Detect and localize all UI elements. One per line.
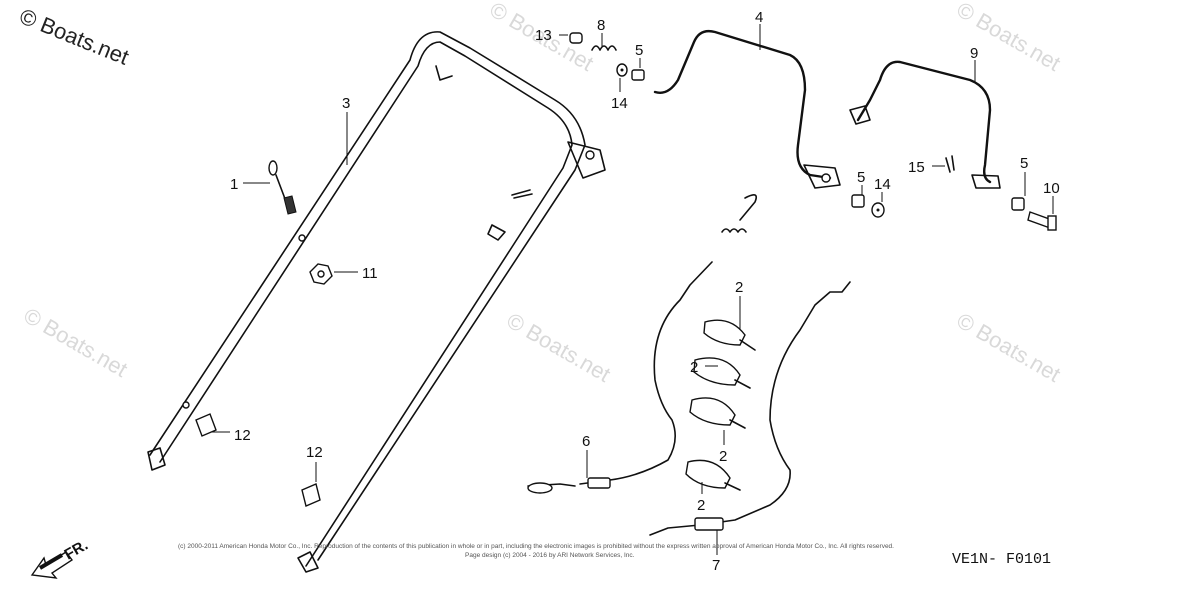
watermark: © Boats.net: [953, 0, 1065, 76]
throttle-cable-7: [649, 281, 851, 536]
callout-5: 5: [635, 42, 643, 59]
collar-5-right: [1011, 197, 1025, 211]
callout-10: 10: [1043, 180, 1060, 197]
page-design-line: Page design (c) 2004 - 2016 by ARI Netwo…: [465, 552, 635, 559]
eye-bolt: [268, 160, 297, 215]
callout-5: 5: [1020, 155, 1028, 172]
callout-6: 6: [582, 433, 590, 450]
callout-2: 2: [697, 497, 705, 514]
cable-clip-2a: [703, 319, 756, 351]
nut: [309, 263, 333, 285]
callout-2: 2: [735, 279, 743, 296]
callout-5: 5: [857, 169, 865, 186]
callout-8: 8: [597, 17, 605, 34]
leader-lines: [212, 24, 1054, 555]
callout-11: 11: [362, 265, 378, 282]
clutch-cable-6: [527, 194, 758, 494]
diagram-code: VE1N- F0101: [952, 551, 1051, 568]
clip-left: [195, 413, 217, 437]
callout-7: 7: [712, 557, 720, 574]
callout-9: 9: [970, 45, 978, 62]
clip-right: [301, 483, 321, 507]
callout-15: 15: [908, 159, 925, 176]
spring-8: [591, 45, 617, 51]
pin-15: [945, 155, 955, 173]
callout-12: 12: [306, 444, 323, 461]
washer-14-top: [616, 63, 628, 77]
callout-14: 14: [874, 176, 891, 193]
callout-13: 13: [535, 27, 552, 44]
copyright-line: (c) 2000-2011 American Honda Motor Co., …: [178, 543, 894, 550]
callout-2: 2: [719, 448, 727, 465]
callout-3: 3: [342, 95, 350, 112]
watermark: © Boats.net: [953, 308, 1065, 387]
callout-14: 14: [611, 95, 628, 112]
callout-4: 4: [755, 9, 763, 26]
callout-12: 12: [234, 427, 251, 444]
cable-clip-2d: [685, 459, 741, 491]
collar-13: [569, 32, 583, 44]
control-lever-9: [849, 60, 1001, 189]
cable-clip-2c: [689, 397, 746, 429]
callout-1: 1: [230, 176, 238, 193]
collar-5-top: [631, 69, 645, 81]
callout-2: 2: [690, 359, 698, 376]
handle-frame: [147, 31, 606, 573]
bolt-10: [1027, 211, 1057, 231]
control-lever-4: [653, 29, 841, 189]
washer-14-mid: [871, 202, 885, 218]
watermark: © Boats.net: [20, 303, 132, 382]
watermark-top-left: © Boats.net: [16, 3, 132, 69]
front-arrow-icon: [30, 551, 74, 579]
cable-clip-2b: [693, 357, 751, 389]
watermark: © Boats.net: [503, 308, 615, 387]
collar-5-mid: [851, 194, 865, 208]
